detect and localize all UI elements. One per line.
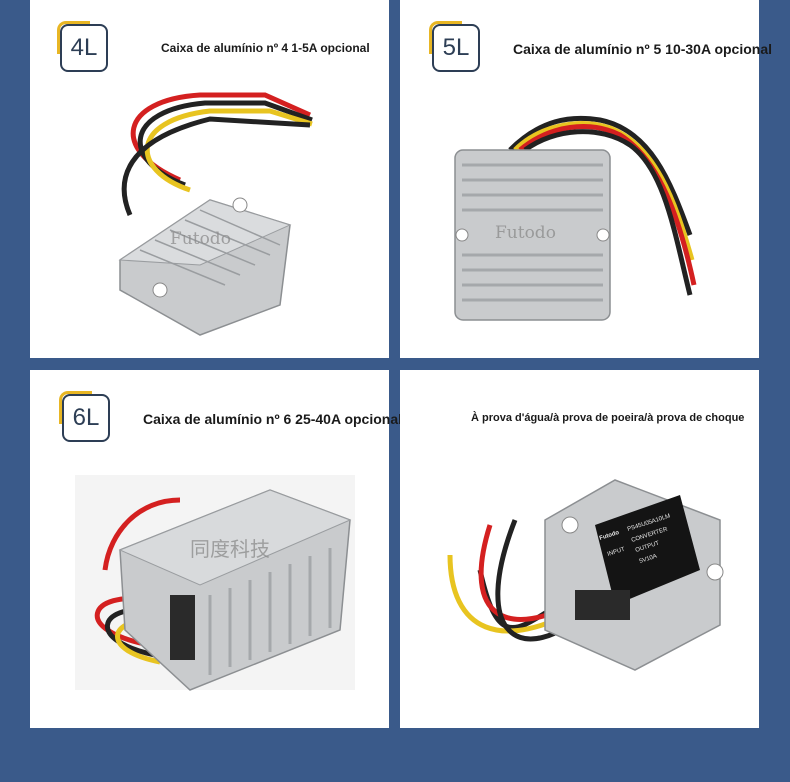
converter-5l-image: Futodo <box>454 115 697 321</box>
size-badge-label: 6L <box>72 404 100 431</box>
converter-6l-image: 同度科技 <box>75 475 355 691</box>
watermark: Futodo <box>170 229 231 249</box>
converter-4l-image: Futodo <box>118 92 313 336</box>
label-line: INPUT <box>607 547 626 558</box>
size-badge-label: 4L <box>70 34 98 61</box>
size-badge-label: 5L <box>442 34 470 61</box>
size-badge: 5L <box>429 21 480 72</box>
size-badge: 4L <box>57 21 108 72</box>
card-title: À prova d'água/à prova de poeira/à prova… <box>471 412 745 424</box>
product-card-5l: 5L Caixa de alumínio nº 5 10-30A opciona… <box>400 0 772 358</box>
watermark: 同度科技 <box>190 537 270 561</box>
product-card-4l: 4L Caixa de alumínio nº 4 1-5A opcional … <box>30 0 389 358</box>
product-card-waterproof: À prova d'água/à prova de poeira/à prova… <box>400 370 759 728</box>
converter-waterproof-image: Futodo PS45U05A10LM CONVERTER INPUT OUTP… <box>447 479 724 671</box>
card-title: Caixa de alumínio nº 4 1-5A opcional <box>161 41 370 55</box>
card-title: Caixa de alumínio nº 5 10-30A opcional <box>513 41 772 57</box>
size-badge: 6L <box>59 391 110 442</box>
product-card-6l: 6L Caixa de alumínio nº 6 25-40A opciona… <box>30 370 402 728</box>
label-line: 5V10A <box>639 554 658 565</box>
watermark: Futodo <box>495 223 556 243</box>
card-title: Caixa de alumínio nº 6 25-40A opcional <box>143 411 402 427</box>
